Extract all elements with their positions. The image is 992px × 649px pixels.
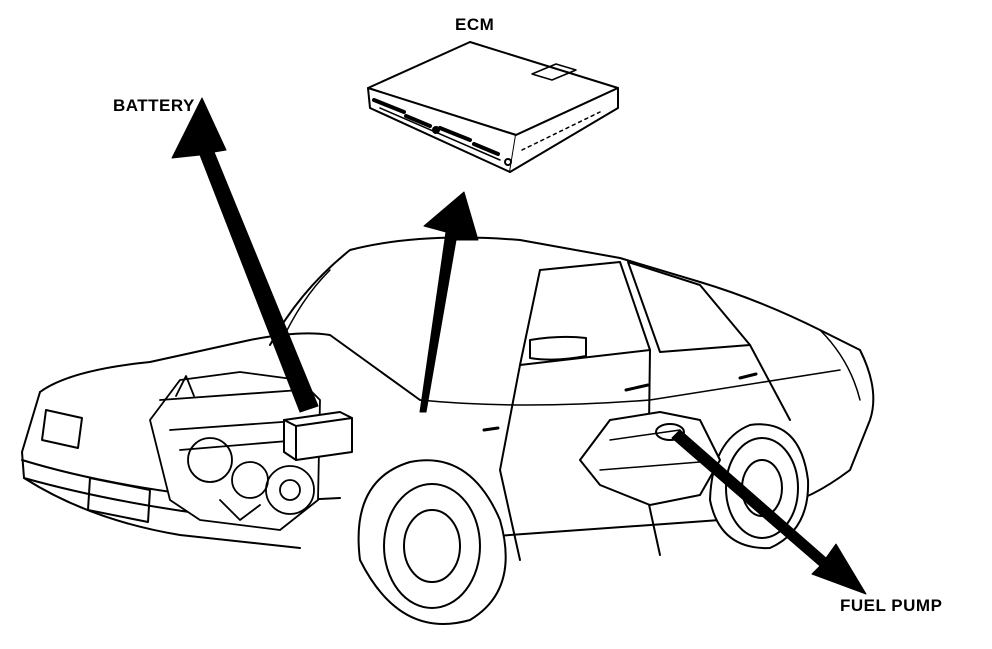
ecm-module [367,41,619,173]
rear-wheel [709,423,810,550]
fuel-pump-arrow [671,429,867,595]
ecm-arrow [419,191,479,413]
battery-box [283,411,353,461]
battery-label: BATTERY [113,96,195,115]
pointer-arrows [171,97,867,595]
engine [149,371,321,531]
battery-arrow [171,97,319,413]
front-wheel [357,459,507,625]
fuel-pump-label: FUEL PUMP [840,596,943,615]
ecm-label: ECM [455,15,495,34]
